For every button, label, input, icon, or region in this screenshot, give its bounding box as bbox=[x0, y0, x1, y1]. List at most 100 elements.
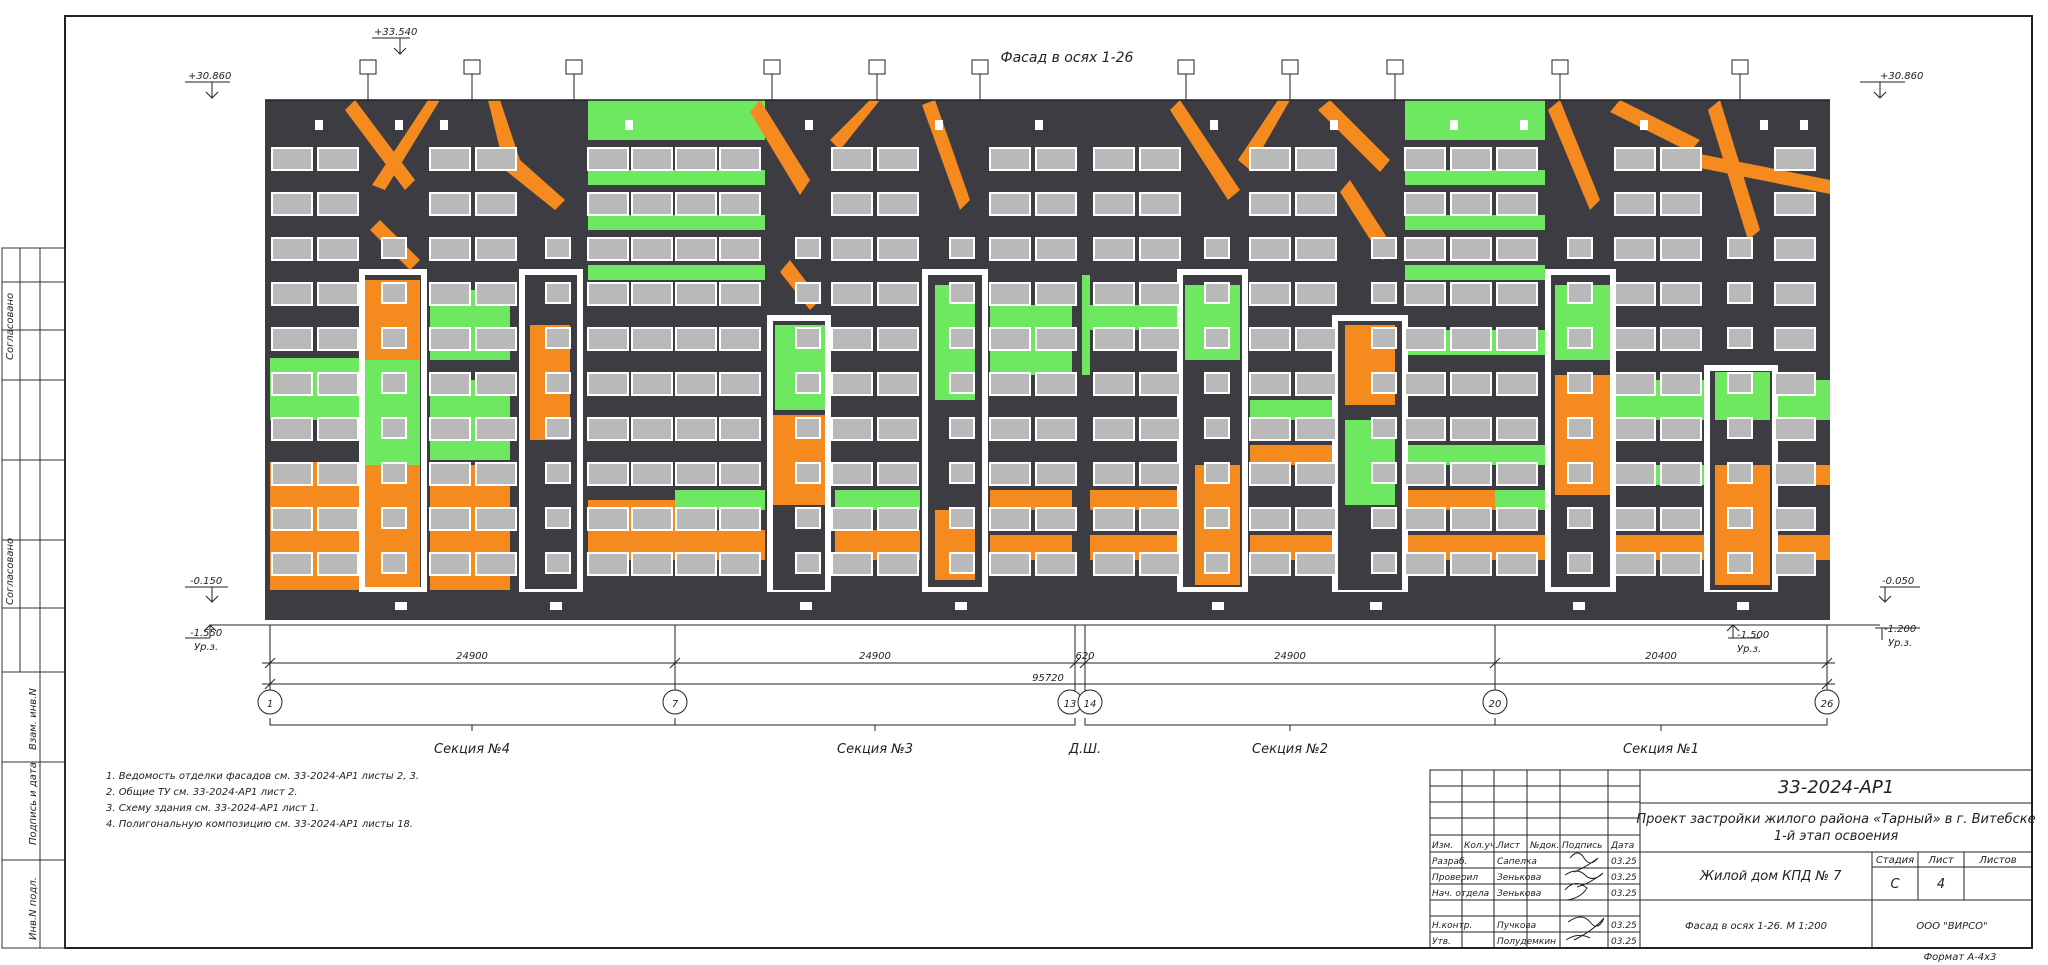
window bbox=[877, 147, 919, 171]
window bbox=[429, 192, 471, 216]
stair-window bbox=[1371, 417, 1397, 439]
window bbox=[587, 327, 629, 351]
project-stage: 1-й этап освоения bbox=[1774, 829, 1899, 844]
window bbox=[587, 507, 629, 531]
window bbox=[587, 237, 629, 261]
facade-panel bbox=[1250, 400, 1335, 420]
vent bbox=[1520, 120, 1528, 130]
facade-panel bbox=[990, 490, 1072, 510]
window bbox=[475, 147, 517, 171]
signer-name: Сапелка bbox=[1497, 857, 1537, 867]
stair-window bbox=[1567, 552, 1593, 574]
window bbox=[1404, 282, 1446, 306]
window bbox=[1496, 462, 1538, 486]
window bbox=[1404, 237, 1446, 261]
sign-date: 03.25 bbox=[1611, 889, 1637, 899]
window bbox=[271, 552, 313, 576]
window bbox=[675, 237, 717, 261]
vent bbox=[625, 120, 633, 130]
window bbox=[675, 282, 717, 306]
window bbox=[317, 327, 359, 351]
side-stamp bbox=[1, 247, 66, 949]
window bbox=[587, 147, 629, 171]
window bbox=[1093, 192, 1135, 216]
window bbox=[1295, 237, 1337, 261]
doc-code: 33-2024-АР1 bbox=[1778, 777, 1894, 798]
axis-label: 20 bbox=[1489, 699, 1502, 710]
facade-panel bbox=[1082, 275, 1090, 375]
window bbox=[719, 552, 761, 576]
sign-date: 03.25 bbox=[1611, 921, 1637, 931]
plinth-vent bbox=[800, 602, 812, 610]
window bbox=[271, 507, 313, 531]
vent bbox=[1760, 120, 1768, 130]
window bbox=[1450, 282, 1492, 306]
section-brackets bbox=[269, 718, 1828, 731]
stair-window bbox=[1371, 507, 1397, 529]
stair-window bbox=[545, 507, 571, 529]
window bbox=[989, 372, 1031, 396]
window bbox=[1496, 237, 1538, 261]
title-block-header: Лист bbox=[1496, 841, 1521, 851]
window bbox=[675, 327, 717, 351]
stair-window bbox=[1727, 417, 1753, 439]
stage-header: Стадия bbox=[1876, 855, 1914, 866]
facade-panel bbox=[1405, 490, 1495, 510]
sign-date: 03.25 bbox=[1611, 857, 1637, 867]
stair-window bbox=[545, 372, 571, 394]
window bbox=[1035, 462, 1077, 486]
window bbox=[1035, 147, 1077, 171]
window bbox=[1614, 192, 1656, 216]
window bbox=[1614, 282, 1656, 306]
window bbox=[1660, 282, 1702, 306]
vent bbox=[1450, 120, 1458, 130]
window bbox=[631, 282, 673, 306]
axis-circle bbox=[1077, 689, 1103, 715]
setback-outline bbox=[1545, 269, 1616, 593]
inv-original-label: Инв.N подл. bbox=[28, 877, 39, 940]
dim-section1: 20400 bbox=[1645, 651, 1677, 662]
facade-panel bbox=[1405, 445, 1545, 465]
window bbox=[1035, 192, 1077, 216]
window bbox=[429, 507, 471, 531]
window bbox=[989, 237, 1031, 261]
window bbox=[1496, 192, 1538, 216]
facade-graphic-stripe bbox=[1548, 100, 1600, 210]
window bbox=[429, 372, 471, 396]
window bbox=[1139, 192, 1181, 216]
window bbox=[1249, 507, 1291, 531]
window bbox=[831, 147, 873, 171]
window bbox=[989, 147, 1031, 171]
window bbox=[429, 237, 471, 261]
note-4: 4. Полигональную композицию см. 33-2024-… bbox=[106, 819, 413, 830]
window bbox=[271, 192, 313, 216]
stair-window bbox=[1567, 237, 1593, 259]
window bbox=[675, 147, 717, 171]
window bbox=[1614, 417, 1656, 441]
window bbox=[631, 327, 673, 351]
title-block-header: Подпись bbox=[1562, 841, 1602, 851]
roof-vent bbox=[868, 59, 886, 75]
signer-role: Нач. отдела bbox=[1432, 889, 1489, 899]
window bbox=[631, 372, 673, 396]
agreed-label-1: Согласовано bbox=[5, 293, 16, 360]
elev-grade-mid: -1.500 bbox=[1737, 630, 1769, 641]
stair-window bbox=[949, 327, 975, 349]
section-2-label: Секция №2 bbox=[1252, 742, 1328, 757]
roof-vent bbox=[359, 59, 377, 75]
axis-label: 1 bbox=[267, 699, 273, 710]
window bbox=[1093, 327, 1135, 351]
facade-graphic-stripe bbox=[488, 100, 565, 210]
window bbox=[317, 147, 359, 171]
stair-window bbox=[545, 237, 571, 259]
stair-window bbox=[381, 237, 407, 259]
window bbox=[1660, 507, 1702, 531]
window bbox=[1249, 147, 1291, 171]
window bbox=[1614, 462, 1656, 486]
sign-date: 03.25 bbox=[1611, 873, 1637, 883]
window bbox=[1139, 462, 1181, 486]
stair-window bbox=[949, 237, 975, 259]
stair-window bbox=[795, 327, 821, 349]
dim-total: 95720 bbox=[1032, 673, 1064, 684]
